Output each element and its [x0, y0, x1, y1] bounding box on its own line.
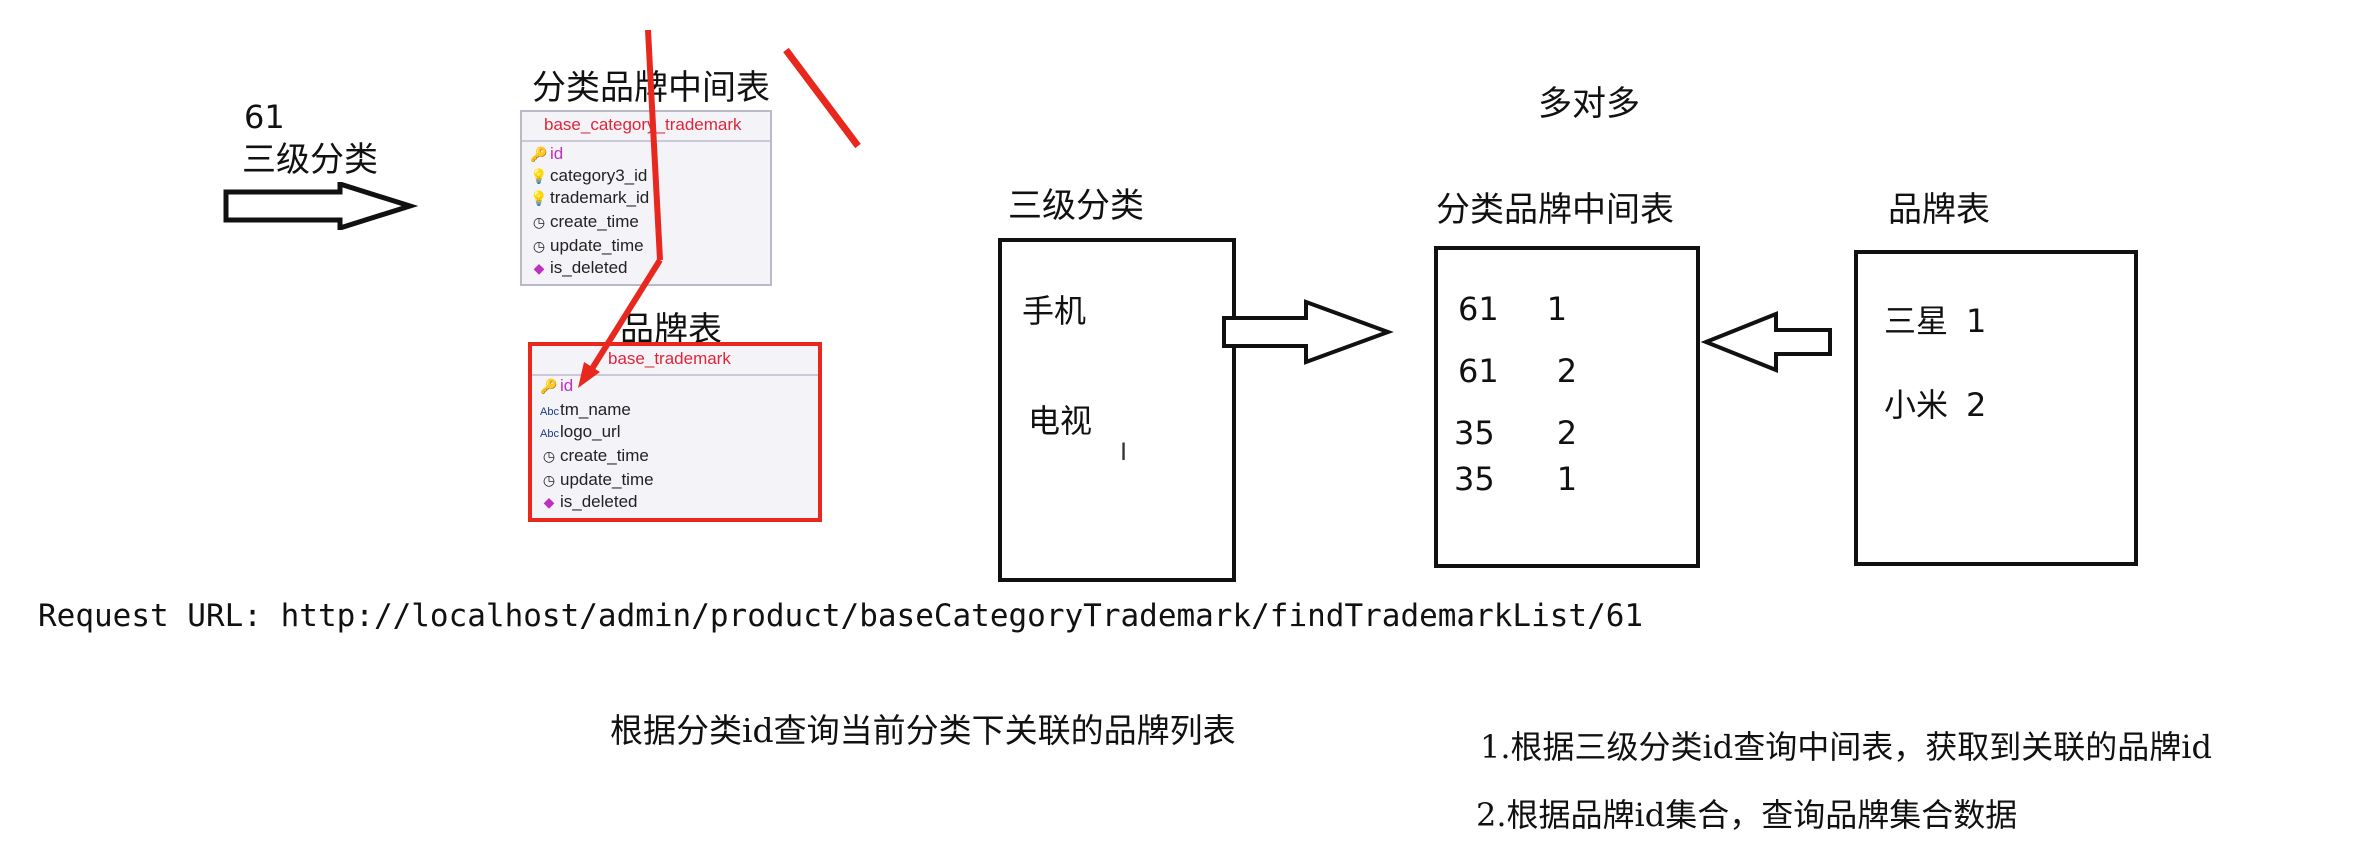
key-icon: 🔑: [540, 378, 558, 394]
description: 根据分类id查询当前分类下关联的品牌列表: [610, 711, 1236, 750]
key-icon: 🔑: [530, 146, 548, 162]
category-box: 手机 电视 I: [998, 238, 1236, 582]
brand-box-title: 品牌表: [1888, 190, 1990, 230]
category-item: 电视: [1028, 402, 1093, 440]
clock-icon: ◷: [542, 472, 556, 488]
text-type-icon: Abc: [540, 406, 559, 418]
fk-icon: 💡: [530, 168, 548, 184]
mid-table-panel: base_category_trademark 🔑id 💡category3_i…: [520, 110, 772, 286]
hollow-arrow-left: [1700, 311, 1832, 373]
mid-field-update-time: ◷update_time: [530, 236, 644, 258]
mid-field-is-deleted: ◆is_deleted: [530, 258, 628, 280]
clock-icon: ◷: [532, 238, 546, 254]
brand-field-logo-url: Abclogo_url: [540, 422, 621, 441]
hollow-arrow-right-left: [223, 182, 419, 230]
brand-field-update-time: ◷update_time: [540, 470, 654, 492]
category-box-title: 三级分类: [1008, 186, 1144, 226]
diamond-icon: ◆: [533, 260, 545, 276]
brand-table-panel: base_trademark 🔑id Abctm_name Abclogo_ur…: [528, 342, 822, 522]
brand-table-name: base_trademark: [532, 346, 818, 376]
mid-field-category3-id: 💡category3_id: [530, 166, 648, 185]
clock-icon: ◷: [532, 214, 546, 230]
mid-box-title: 分类品牌中间表: [1436, 190, 1674, 230]
brand-field-is-deleted: ◆is_deleted: [540, 492, 638, 514]
diagram-title: 多对多: [1538, 84, 1640, 124]
diamond-icon: ◆: [543, 494, 555, 510]
step-1: 1.根据三级分类id查询中间表，获取到关联的品牌id: [1480, 728, 2212, 766]
category-item: 手机: [1022, 292, 1087, 330]
brand-field-create-time: ◷create_time: [540, 446, 649, 468]
step-2: 2.根据品牌id集合，查询品牌集合数据: [1476, 796, 2018, 834]
text-type-icon: Abc: [540, 428, 559, 440]
mid-field-trademark-id: 💡trademark_id: [530, 188, 650, 207]
brand-field-id: 🔑id: [540, 376, 574, 395]
mid-table-name: base_category_trademark: [522, 112, 770, 142]
fk-icon: 💡: [530, 190, 548, 206]
clock-icon: ◷: [542, 448, 556, 464]
category-number: 61: [244, 98, 285, 136]
red-annotation-strokes: [578, 29, 861, 388]
mid-field-create-time: ◷create_time: [530, 212, 639, 234]
mid-field-id: 🔑id: [530, 144, 564, 163]
text-cursor-icon: I: [1120, 438, 1128, 466]
brand-field-tm-name: Abctm_name: [540, 400, 631, 419]
hollow-arrow-right: [1222, 299, 1394, 365]
request-url: Request URL: http://localhost/admin/prod…: [38, 598, 1644, 634]
category-label: 三级分类: [242, 140, 378, 180]
